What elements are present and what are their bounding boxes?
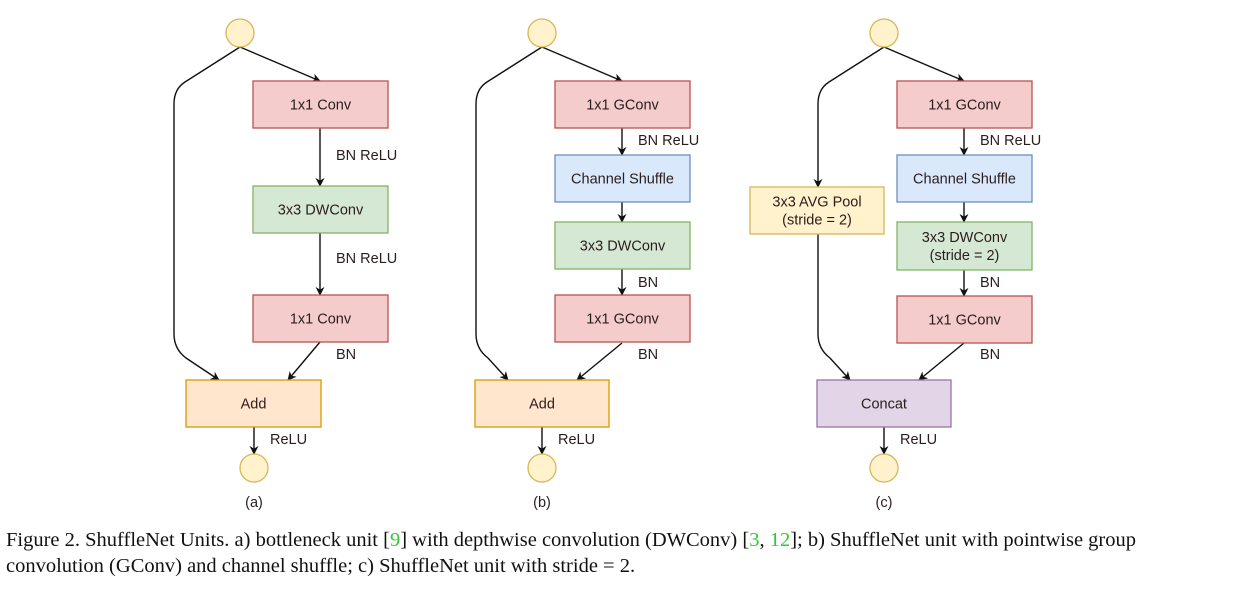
node-b-add: Add (474, 379, 610, 428)
edge-b-input-gconv1 (541, 46, 623, 82)
edge-label-b-2: BN (638, 275, 658, 291)
node-a-conv2: 1x1 Conv (252, 294, 389, 343)
node-c-pool: 3x3 AVG Pool (stride = 2) (749, 186, 885, 235)
node-label: 1x1 GConv (928, 313, 1001, 329)
node-label: Concat (861, 397, 907, 413)
caption-text: ] with depthwise convolution (DWConv) [ (400, 529, 750, 551)
edge-c-input-pool (813, 46, 885, 188)
subfigure-label-c: (c) (876, 495, 893, 511)
node-label: 3x3 DWConv (922, 230, 1008, 246)
node-label: Channel Shuffle (571, 172, 674, 188)
node-a-add: Add (185, 379, 322, 428)
edge-label-c-4: ReLU (900, 432, 937, 448)
edge-b-gconv2-add (576, 342, 623, 381)
node-c-gconv1: 1x1 GConv (896, 80, 1033, 129)
node-c-concat: Concat (816, 379, 952, 428)
node-label: 3x3 DWConv (278, 203, 364, 219)
node-label: Add (241, 397, 267, 413)
node-box (896, 154, 1033, 203)
edge-c-gconv2-concat (918, 342, 965, 381)
edge-label-a-4: ReLU (270, 432, 307, 448)
node-b-gconv1: 1x1 GConv (554, 80, 691, 129)
node-c-shuffle: Channel Shuffle (896, 154, 1033, 203)
node-label: 1x1 GConv (928, 98, 1001, 114)
edge-label-a-2: BN ReLU (336, 251, 397, 267)
citation-link[interactable]: 3 (749, 529, 760, 551)
node-a-dw: 3x3 DWConv (252, 185, 389, 234)
node-label: 1x1 Conv (290, 98, 352, 114)
edge-label-b-1: BN ReLU (638, 133, 699, 149)
node-box (554, 294, 691, 343)
node-box (185, 379, 322, 428)
node-label: 1x1 GConv (586, 312, 659, 328)
edge-a-input-conv1 (239, 46, 321, 82)
output-node-c (869, 453, 899, 483)
node-b-shuffle: Channel Shuffle (554, 154, 691, 203)
output-node-a (239, 453, 269, 483)
citation-link[interactable]: 9 (389, 529, 401, 551)
edge-b-shortcut (475, 46, 543, 381)
edge-label-a-3: BN (336, 347, 356, 363)
node-label: 1x1 GConv (586, 98, 659, 114)
node-c-dw: 3x3 DWConv (stride = 2) (896, 221, 1033, 271)
node-box (896, 295, 1033, 344)
subfigure-label-a: (a) (245, 495, 263, 511)
edge-c-input-gconv1 (883, 46, 965, 82)
node-b-dw: 3x3 DWConv (554, 221, 691, 270)
node-label: 3x3 DWConv (580, 239, 666, 255)
input-node-c (869, 18, 899, 48)
node-b-gconv2: 1x1 GConv (554, 294, 691, 343)
node-box (554, 221, 691, 270)
node-label: 1x1 Conv (290, 312, 352, 328)
edge-a-shortcut (173, 46, 241, 381)
node-label: (stride = 2) (782, 213, 852, 229)
node-c-gconv2: 1x1 GConv (896, 295, 1033, 344)
figure-caption: Figure 2. ShuffleNet Units. a) bottlenec… (6, 527, 1238, 579)
node-box (554, 80, 691, 129)
output-node-b (527, 453, 557, 483)
node-box (554, 154, 691, 203)
node-label: Add (529, 397, 555, 413)
citation-link[interactable]: 12 (769, 529, 791, 551)
node-a-conv1: 1x1 Conv (252, 80, 389, 129)
input-node-a (225, 18, 255, 48)
node-box (896, 80, 1033, 129)
edge-label-b-3: BN (638, 347, 658, 363)
node-box (816, 379, 952, 428)
subfigure-label-b: (b) (533, 495, 551, 511)
caption-text: ]; b) ShuffleNet unit with pointwise gro… (6, 529, 1137, 577)
edge-label-b-4: ReLU (558, 432, 595, 448)
edges (173, 46, 969, 455)
node-box (749, 186, 885, 235)
edge-label-c-3: BN (980, 347, 1000, 363)
edge-a-conv2-add (287, 341, 321, 381)
input-node-b (527, 18, 557, 48)
edge-c-pool-concat (817, 234, 851, 381)
node-box (252, 294, 389, 343)
node-label: 3x3 AVG Pool (772, 195, 861, 211)
node-label: (stride = 2) (930, 248, 1000, 264)
caption-text: , (759, 529, 770, 551)
node-box (896, 221, 1033, 271)
edge-label-a-1: BN ReLU (336, 148, 397, 164)
edge-label-c-2: BN (980, 275, 1000, 291)
node-box (474, 379, 610, 428)
labels: (a) (b) (c) BN ReLU BN ReLU BN ReLU BN ReLU BN BN… (245, 133, 1041, 511)
caption-text: Figure 2. ShuffleNet Units. a) bottlenec… (6, 529, 390, 551)
node-label: Channel Shuffle (913, 172, 1016, 188)
node-box (252, 185, 389, 234)
edge-label-c-1: BN ReLU (980, 133, 1041, 149)
node-box (252, 80, 389, 129)
